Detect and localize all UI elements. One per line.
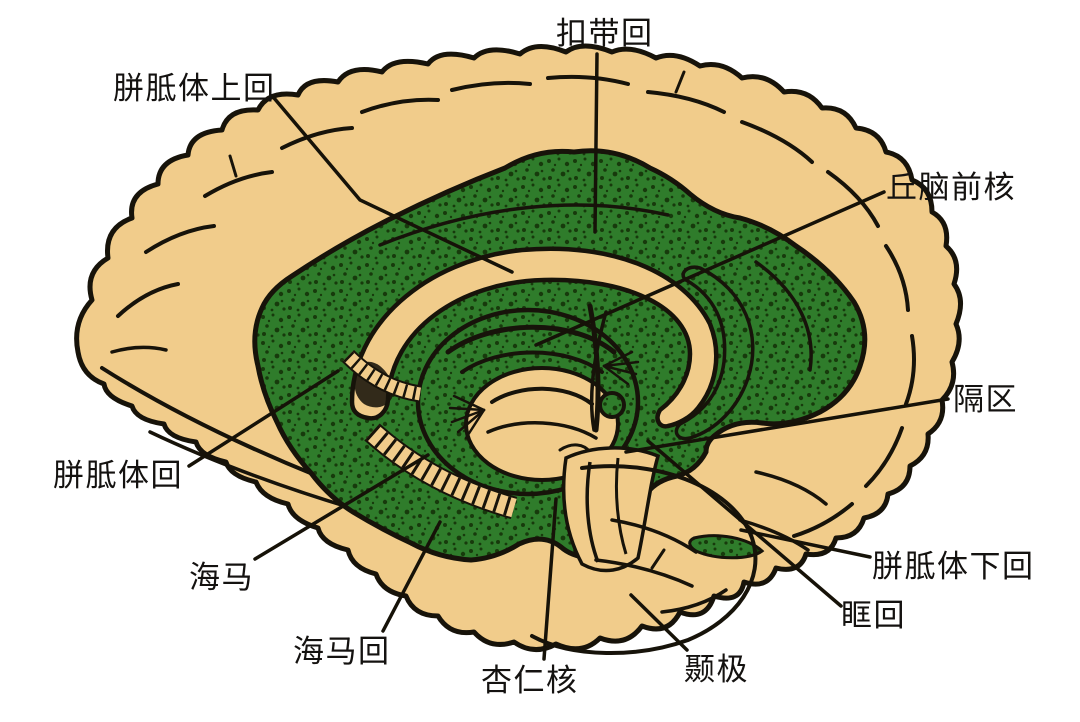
leader-hippocampus <box>253 453 430 561</box>
label-cingulate-gyrus: 扣带回 <box>556 16 654 51</box>
paraterminal-gyrus <box>688 534 765 560</box>
label-hippocampal-gyrus: 海马回 <box>293 634 391 669</box>
label-anterior-thalamic-nucleus: 丘脑前核 <box>886 170 1016 205</box>
dentate-band <box>341 349 422 403</box>
leader-anterior-thalamic-nucleus <box>534 190 886 347</box>
label-hippocampus: 海马 <box>189 560 254 595</box>
stria-tufts <box>448 350 640 440</box>
leader-amygdala <box>542 497 558 661</box>
genu-limbic-band <box>674 265 755 441</box>
label-supracallosal-gyrus: 胼胝体上回 <box>113 71 276 106</box>
hippocampus-band <box>364 423 518 520</box>
leader-septal-area <box>624 397 950 454</box>
label-callosal-gyrus: 胼胝体回 <box>53 458 183 493</box>
leader-supracallosal-gyrus <box>272 96 514 274</box>
labels: 扣带回 胼胝体上回 丘脑前核 隔区 胼胝体回 海马 海马回 杏仁核 颞极 胼胝体… <box>53 16 1035 698</box>
leader-hippocampal-gyrus <box>381 520 442 633</box>
leader-subcallosal-gyrus <box>739 528 872 559</box>
temporal-lobe <box>530 464 758 656</box>
leader-temporal-pole <box>629 593 689 652</box>
label-subcallosal-gyrus: 胼胝体下回 <box>872 549 1035 584</box>
leader-cingulate-gyrus <box>593 52 599 234</box>
midbrain <box>561 446 661 573</box>
label-orbital-gyrus: 眶回 <box>841 598 906 633</box>
label-amygdala: 杏仁核 <box>481 663 579 698</box>
leader-lines <box>187 52 950 661</box>
leader-orbital-gyrus <box>646 439 843 608</box>
label-temporal-pole: 颞极 <box>684 652 749 687</box>
mammillary-body <box>598 391 626 419</box>
leader-callosal-gyrus <box>187 369 340 468</box>
label-septal-area: 隔区 <box>953 382 1018 417</box>
